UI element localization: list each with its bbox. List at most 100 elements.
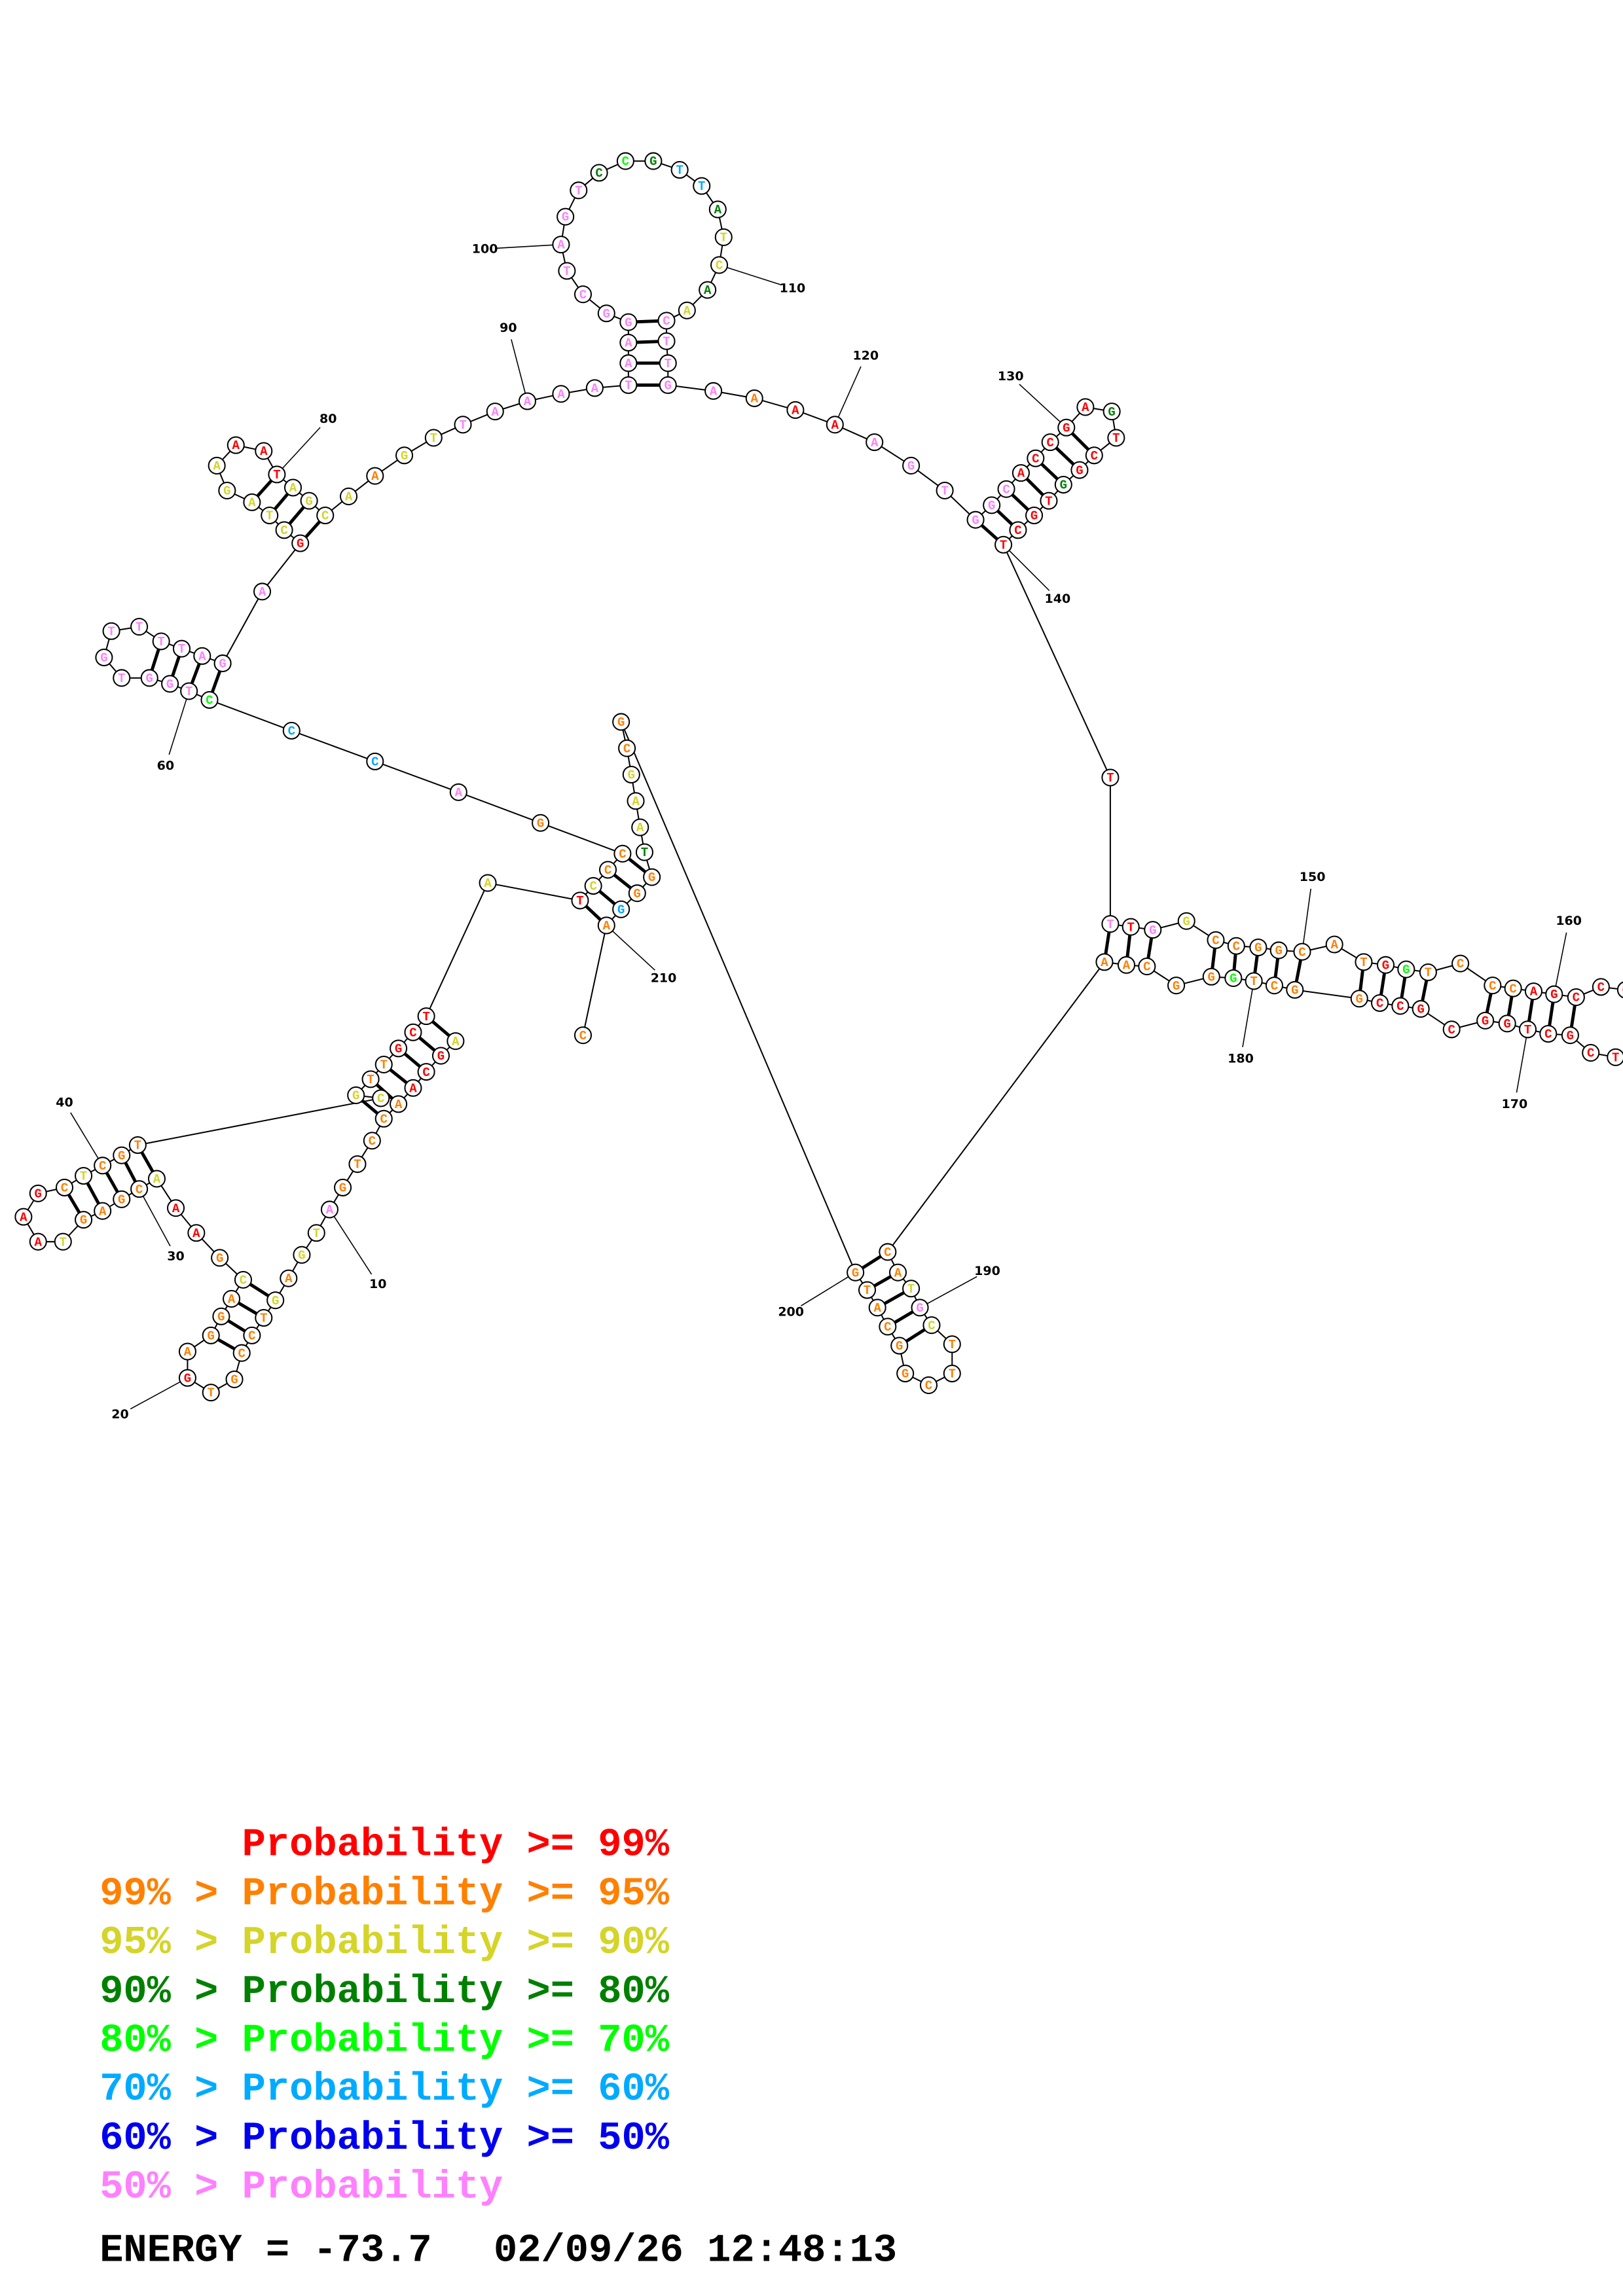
nucleotide-circle [1009,521,1027,539]
nucleotide-46: T [374,1055,393,1074]
nucleotide-97: G [597,304,615,323]
nucleotide-letter: C [1622,983,1623,997]
nucleotide-24: A [223,1289,241,1308]
nucleotide-208: G [628,884,646,903]
nucleotide-circle [826,416,844,434]
nucleotide-108: A [708,200,727,219]
nucleotide-circle [1391,997,1410,1015]
nucleotide-circle [922,1316,941,1335]
nucleotide-circle [890,1336,909,1355]
nucleotide-letter: T [178,642,185,656]
nucleotide-letter: C [1046,436,1053,450]
legend-text: Probability >= 95% [242,1872,670,1916]
nucleotide-letter: G [988,499,995,513]
legend-prefix [100,1823,242,1868]
nucleotide-circle [366,752,384,770]
nucleotide-circle [130,1180,149,1198]
nucleotide-circle [622,765,640,784]
nucleotide-letter: G [603,307,610,321]
nucleotide-circle [714,228,733,246]
legend-prefix: 50% > [100,2166,242,2210]
nucleotide-112: A [678,301,696,319]
nucleotide-circle [266,1291,285,1310]
nucleotide-letter: A [751,392,759,406]
nucleotide-letter: C [1587,1047,1594,1061]
nucleotide-letter: C [380,1112,388,1126]
nucleotide-163: C [1616,981,1623,999]
position-ticks [70,244,1567,1410]
nucleotide-circle [919,1376,938,1394]
nucleotide-letter: C [61,1181,68,1196]
nucleotide-circle [708,200,727,219]
nucleotide-letter: C [1489,979,1496,994]
nucleotide-149: G [1269,941,1288,960]
nucleotide-letter: A [1101,956,1108,970]
nucleotide-circle [619,313,638,331]
nucleotide-letter: C [1032,452,1039,466]
nucleotide-letter: C [422,1066,429,1080]
nucleotide-circle [1518,1020,1537,1039]
nucleotide-41: G [113,1146,131,1164]
nucleotide-letter: T [575,184,582,198]
nucleotide-letter: A [591,382,599,396]
nucleotide-88: T [454,416,472,434]
nucleotide-circle [1025,506,1044,525]
nucleotide-circle [657,332,676,350]
nucleotide-circle [997,480,1015,498]
nucleotide-circle [657,312,676,330]
nucleotide-letter: C [240,1273,247,1287]
nucleotide-letter: G [617,715,625,730]
nucleotide-letter: C [1376,997,1383,1011]
nucleotide-letter: T [157,635,164,649]
nucleotide-61: G [161,675,179,693]
nucleotide-circle [1419,963,1437,982]
nucleotide-letter: G [208,1329,215,1343]
nucleotide-letter: T [1045,494,1052,509]
nucleotide-28: A [167,1199,185,1217]
nucleotide-138: G [1025,506,1044,525]
position-tick [1302,888,1311,944]
nucleotide-letter: A [625,357,632,371]
backbone [22,160,1623,1393]
nucleotide-circle [261,506,279,525]
nucleotide-188: A [888,1263,907,1282]
nucleotide-letter: G [1208,970,1215,984]
nucleotide-156: C [1451,954,1470,973]
nucleotide-117: A [704,382,723,400]
nucleotide-circle [372,1089,390,1107]
nucleotide-letter: A [289,481,297,495]
legend-row: Probability >= 99% [100,1823,670,1868]
nucleotide-circle [54,1232,72,1251]
nucleotide-letter: C [1002,482,1010,497]
nucleotide-86: G [395,446,414,465]
nucleotide-32: A [94,1202,112,1220]
position-label-110: 110 [780,281,806,296]
nucleotide-circle [152,632,170,651]
nucleotide-letter: C [371,755,378,769]
nucleotide-109: T [714,228,733,246]
nucleotide-77: A [208,456,226,475]
nucleotide-letter: C [663,314,670,329]
nucleotide-circle [300,492,318,510]
nucleotide-letter: A [684,304,691,318]
nucleotide-letter: G [146,672,153,686]
nucleotide-37: G [29,1184,47,1202]
nucleotide-197: C [879,1318,897,1336]
backbone-link [540,822,623,855]
nucleotide-letter: A [557,387,565,402]
nucleotide-circle [243,1326,261,1344]
nucleotide-150: C [1293,942,1311,961]
nucleotide-letter: G [1382,958,1389,973]
nucleotide-circle [275,521,293,539]
nucleotide-circle [1592,978,1610,996]
nucleotide-circle [320,1200,338,1219]
nucleotide-circle [223,1289,241,1308]
nucleotide-153: G [1376,956,1395,974]
nucleotide-78: A [227,436,245,454]
position-label-140: 140 [1045,592,1071,606]
nucleotide-circle [283,478,302,497]
nucleotide-letter: T [459,418,466,433]
nucleotide-letter: A [603,919,611,933]
nucleotide-letter: A [259,585,266,600]
